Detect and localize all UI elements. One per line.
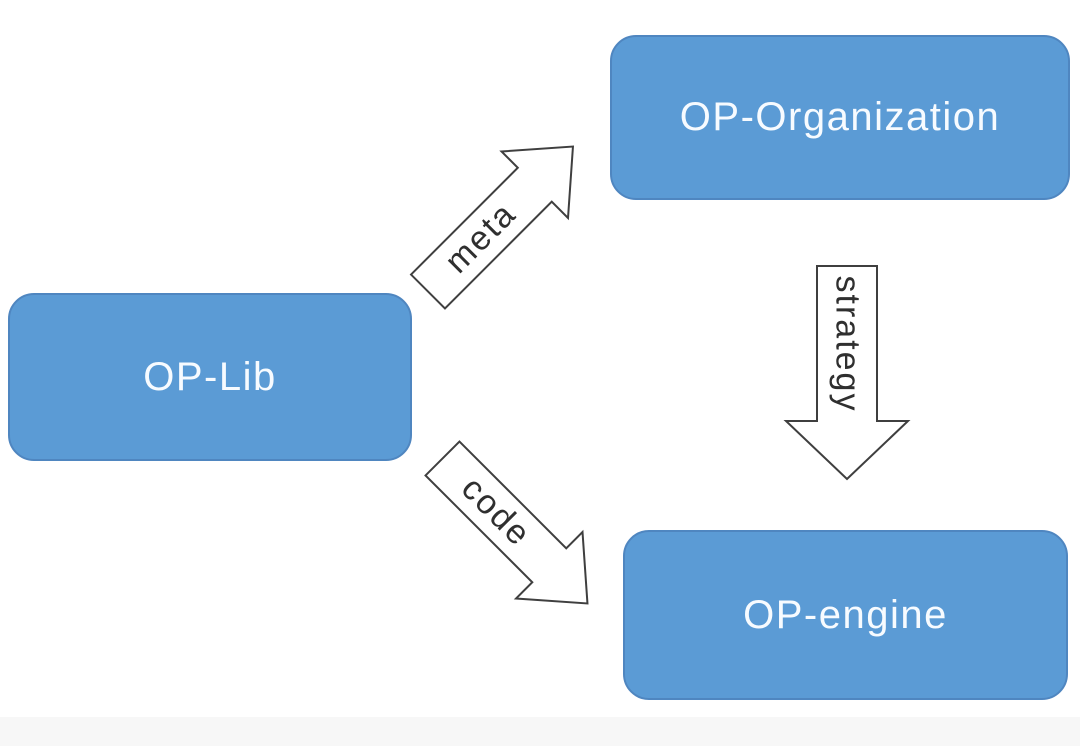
node-op-engine: OP-engine: [623, 530, 1068, 700]
node-op-lib: OP-Lib: [8, 293, 412, 461]
footer-strip: [0, 717, 1080, 746]
meta-arrow-label: meta: [437, 194, 524, 281]
node-label: OP-Organization: [679, 95, 1001, 139]
node-label: OP-Lib: [143, 354, 277, 399]
node-op-organization: OP-Organization: [610, 35, 1070, 200]
node-label: OP-engine: [743, 592, 948, 637]
strategy-arrow-label: strategy: [828, 275, 867, 413]
code-arrow-label: code: [454, 469, 539, 554]
